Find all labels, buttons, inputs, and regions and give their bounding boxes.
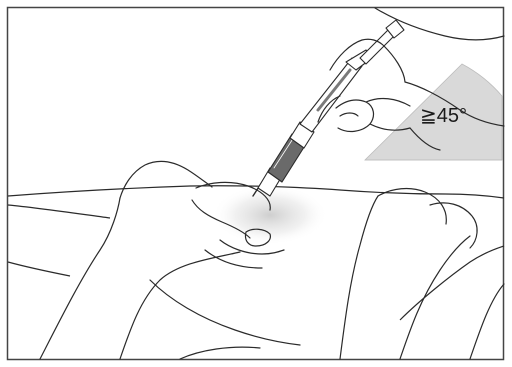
angle-label: ≧45° — [420, 104, 498, 128]
supporting-hand — [340, 189, 504, 359]
syringe — [253, 20, 404, 196]
figure-frame — [8, 8, 504, 360]
